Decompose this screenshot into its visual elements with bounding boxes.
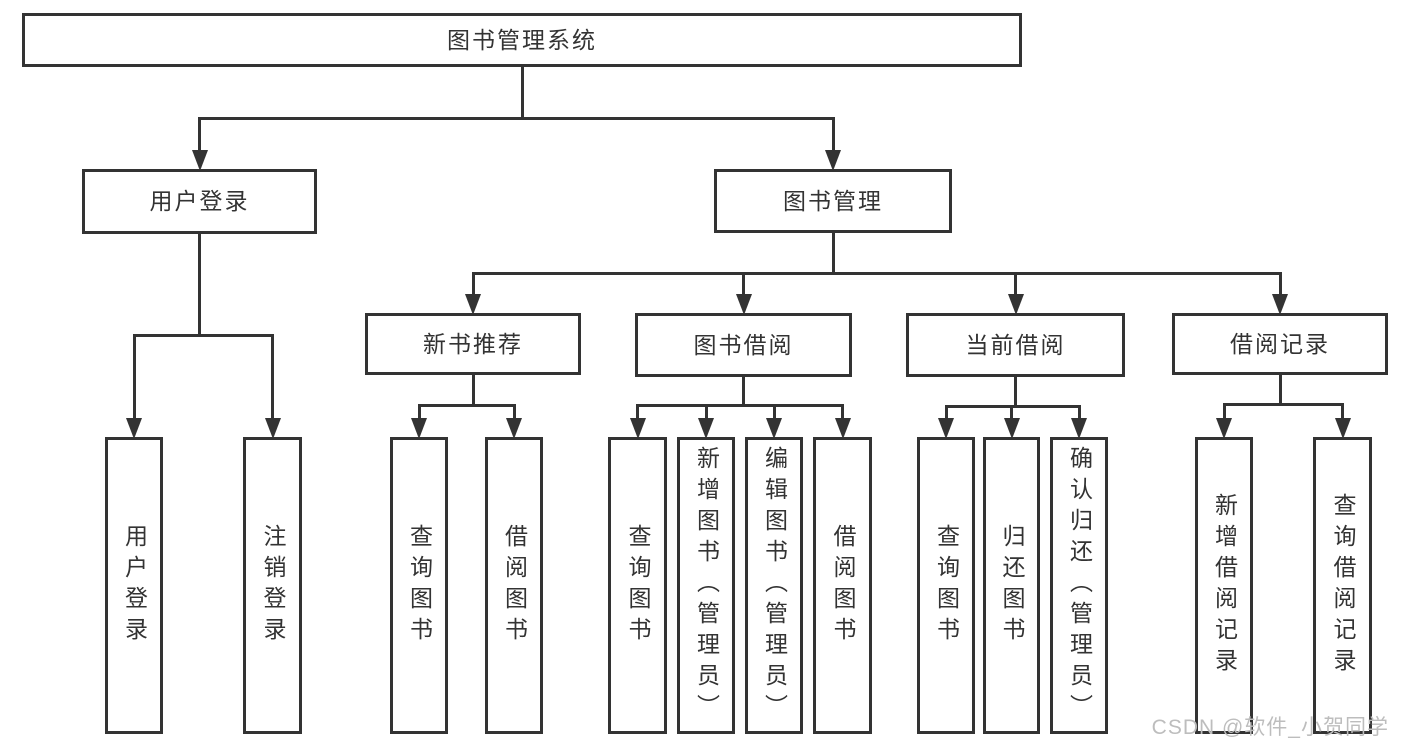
node-label: 新书推荐 <box>423 330 523 357</box>
node-label: 图书管理 <box>783 187 883 214</box>
node-label: 编辑图书（管理员） <box>761 446 788 725</box>
connector-line <box>512 405 516 418</box>
connector-line <box>198 116 835 120</box>
connector-line <box>471 373 475 405</box>
connector-line <box>1278 373 1282 404</box>
node-label: 确认归还（管理员） <box>1066 446 1093 725</box>
node-borrow-records: 借阅记录 <box>1172 313 1388 375</box>
node-label: 查询图书 <box>625 523 651 648</box>
connector-line <box>1077 406 1081 418</box>
arrowhead-down-icon <box>629 418 646 439</box>
node-leaf-bb-edit: 编辑图书（管理员） <box>745 437 803 734</box>
node-label: 注销登录 <box>260 523 286 648</box>
arrowhead-down-icon <box>938 418 954 439</box>
arrowhead-down-icon <box>1216 418 1232 439</box>
node-leaf-bb-query: 查询图书 <box>608 437 667 734</box>
arrowhead-down-icon <box>126 418 142 439</box>
connector-line <box>636 405 639 418</box>
node-label: 图书管理系统 <box>447 26 597 53</box>
connector-line <box>831 118 835 150</box>
connector-line <box>944 406 948 418</box>
node-leaf-cb-return: 归还图书 <box>983 437 1040 734</box>
node-current-borrow: 当前借阅 <box>906 313 1125 377</box>
node-leaf-br-add: 新增借阅记录 <box>1195 437 1253 734</box>
arrowhead-down-icon <box>1007 294 1024 315</box>
connector-line <box>271 335 274 418</box>
node-user-login: 用户登录 <box>82 169 317 234</box>
node-label: 新增借阅记录 <box>1211 492 1238 679</box>
node-book-borrow: 图书借阅 <box>635 313 852 377</box>
arrowhead-down-icon <box>506 418 522 439</box>
node-leaf-cb-query: 查询图书 <box>917 437 975 734</box>
node-label: 借阅图书 <box>830 523 856 648</box>
node-label: 查询借阅记录 <box>1330 492 1356 679</box>
arrowhead-down-icon <box>698 418 714 439</box>
arrowhead-down-icon <box>1003 418 1020 439</box>
connector-line <box>742 273 745 294</box>
connector-line <box>417 405 421 418</box>
connector-line <box>1014 375 1017 406</box>
node-book-mgmt: 图书管理 <box>714 169 952 233</box>
connector-line <box>1341 404 1344 418</box>
arrowhead-down-icon <box>825 150 841 171</box>
connector-line <box>132 335 136 418</box>
node-label: 用户登录 <box>121 523 148 648</box>
arrowhead-down-icon <box>465 294 481 315</box>
arrowhead-down-icon <box>1272 294 1288 315</box>
connector-line <box>198 232 201 335</box>
connector-line <box>1278 273 1282 294</box>
connector-line <box>1010 406 1013 418</box>
node-leaf-rec-borrow: 借阅图书 <box>485 437 543 734</box>
connector-line <box>1222 404 1226 418</box>
connector-line <box>742 375 745 405</box>
node-leaf-bb-borrow: 借阅图书 <box>813 437 872 734</box>
connector-line <box>772 405 776 418</box>
connector-line <box>471 273 475 294</box>
node-label: 图书借阅 <box>693 331 794 358</box>
csdn-watermark: CSDN @软件_小贺同学 <box>1151 716 1389 739</box>
node-label: 用户登录 <box>149 188 250 214</box>
connector-line <box>636 403 844 407</box>
arrowhead-down-icon <box>264 418 281 439</box>
connector-line <box>417 403 516 407</box>
connector-line <box>831 231 835 273</box>
node-leaf-cb-confirm: 确认归还（管理员） <box>1050 437 1108 734</box>
node-label: 借阅图书 <box>501 523 528 648</box>
arrowhead-down-icon <box>766 418 782 439</box>
node-label: 借阅记录 <box>1230 330 1330 357</box>
connector-line <box>841 405 844 418</box>
arrowhead-down-icon <box>191 150 208 171</box>
connector-line <box>132 333 274 337</box>
arrowhead-down-icon <box>1071 418 1087 439</box>
connector-line <box>1222 402 1344 406</box>
node-leaf-bb-add: 新增图书（管理员） <box>677 437 735 734</box>
arrowhead-down-icon <box>1334 418 1351 439</box>
arrowhead-down-icon <box>411 418 427 439</box>
node-leaf-br-query: 查询借阅记录 <box>1313 437 1372 734</box>
node-new-book-rec: 新书推荐 <box>365 313 581 375</box>
node-root: 图书管理系统 <box>22 13 1022 67</box>
connector-line <box>471 271 1282 275</box>
node-label: 新增图书（管理员） <box>693 446 720 725</box>
connector-line <box>520 65 524 118</box>
connector-line <box>704 405 708 418</box>
node-label: 查询图书 <box>406 523 433 648</box>
arrowhead-down-icon <box>735 294 752 315</box>
connector-line <box>1014 273 1017 294</box>
node-label: 当前借阅 <box>965 331 1066 358</box>
node-label: 归还图书 <box>999 523 1025 648</box>
arrowhead-down-icon <box>834 418 851 439</box>
node-label: 查询图书 <box>933 523 960 648</box>
node-leaf-user-login: 用户登录 <box>105 437 163 734</box>
node-leaf-rec-query: 查询图书 <box>390 437 448 734</box>
node-leaf-logout: 注销登录 <box>243 437 302 734</box>
connector-line <box>198 118 201 150</box>
